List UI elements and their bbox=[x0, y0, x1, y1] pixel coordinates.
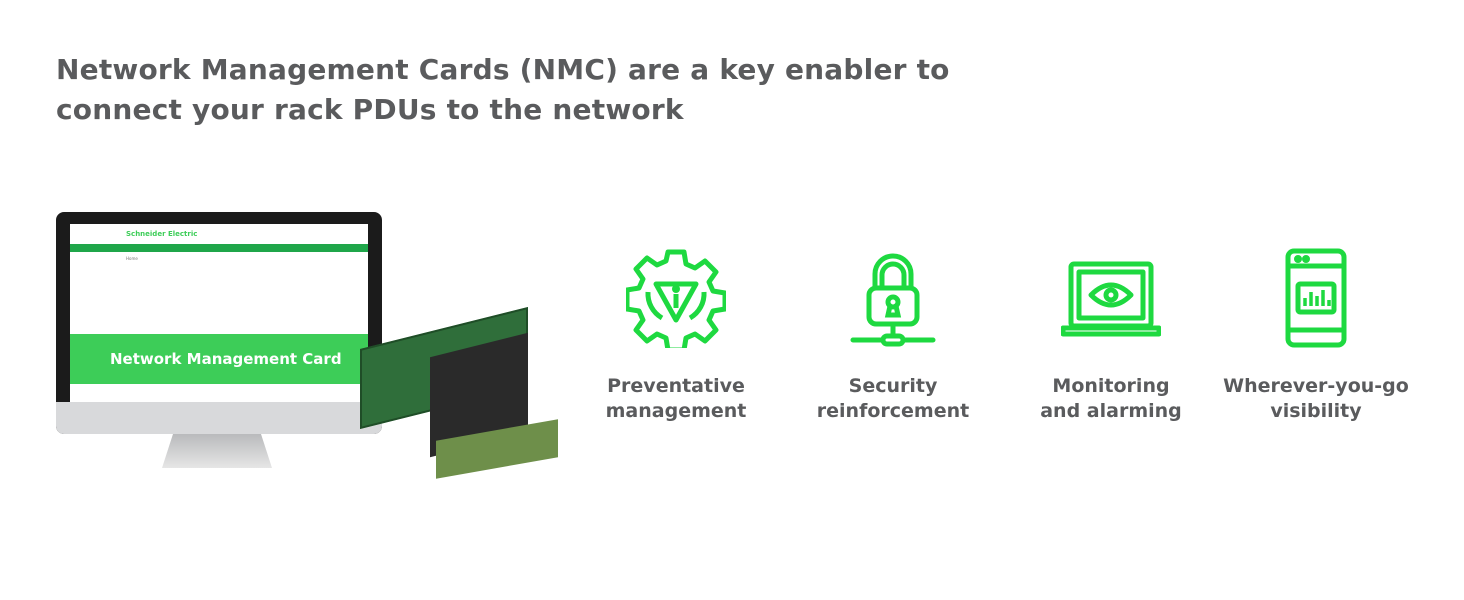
phone-chart-icon bbox=[1285, 248, 1347, 348]
headline-line-2: connect your rack PDUs to the network bbox=[56, 93, 684, 126]
network-lock-icon bbox=[850, 253, 936, 347]
screen-banner: Network Management Card bbox=[70, 334, 368, 384]
feature-label: Monitoring bbox=[1052, 375, 1170, 397]
headline: Network Management Cards (NMC) are a key… bbox=[56, 50, 950, 130]
monitor: Schneider Electric Home Network Manageme… bbox=[56, 212, 382, 434]
feature-label: Security bbox=[848, 375, 938, 397]
feature-label: Wherever-you-go bbox=[1223, 375, 1409, 397]
monitor-stand bbox=[162, 434, 272, 468]
feature-preventative: Preventative management bbox=[576, 248, 776, 424]
feature-visibility: Wherever-you-go visibility bbox=[1216, 248, 1416, 424]
feature-label: Preventative bbox=[607, 375, 745, 397]
feature-monitoring: Monitoring and alarming bbox=[1011, 248, 1211, 424]
screen-section: Home bbox=[126, 256, 138, 261]
headline-line-1: Network Management Cards (NMC) are a key… bbox=[56, 53, 950, 86]
gear-alert-icon bbox=[624, 249, 728, 353]
feature-label: and alarming bbox=[1040, 400, 1182, 422]
feature-label: management bbox=[605, 400, 747, 422]
monitor-chin bbox=[56, 402, 382, 434]
monitor-screen: Schneider Electric Home Network Manageme… bbox=[70, 224, 368, 406]
screen-brand: Schneider Electric bbox=[126, 230, 198, 238]
feature-security: Security reinforcement bbox=[793, 248, 993, 424]
screen-nav bbox=[70, 244, 368, 252]
feature-label: visibility bbox=[1270, 400, 1362, 422]
laptop-eye-icon bbox=[1060, 261, 1162, 337]
feature-label: reinforcement bbox=[816, 400, 970, 422]
